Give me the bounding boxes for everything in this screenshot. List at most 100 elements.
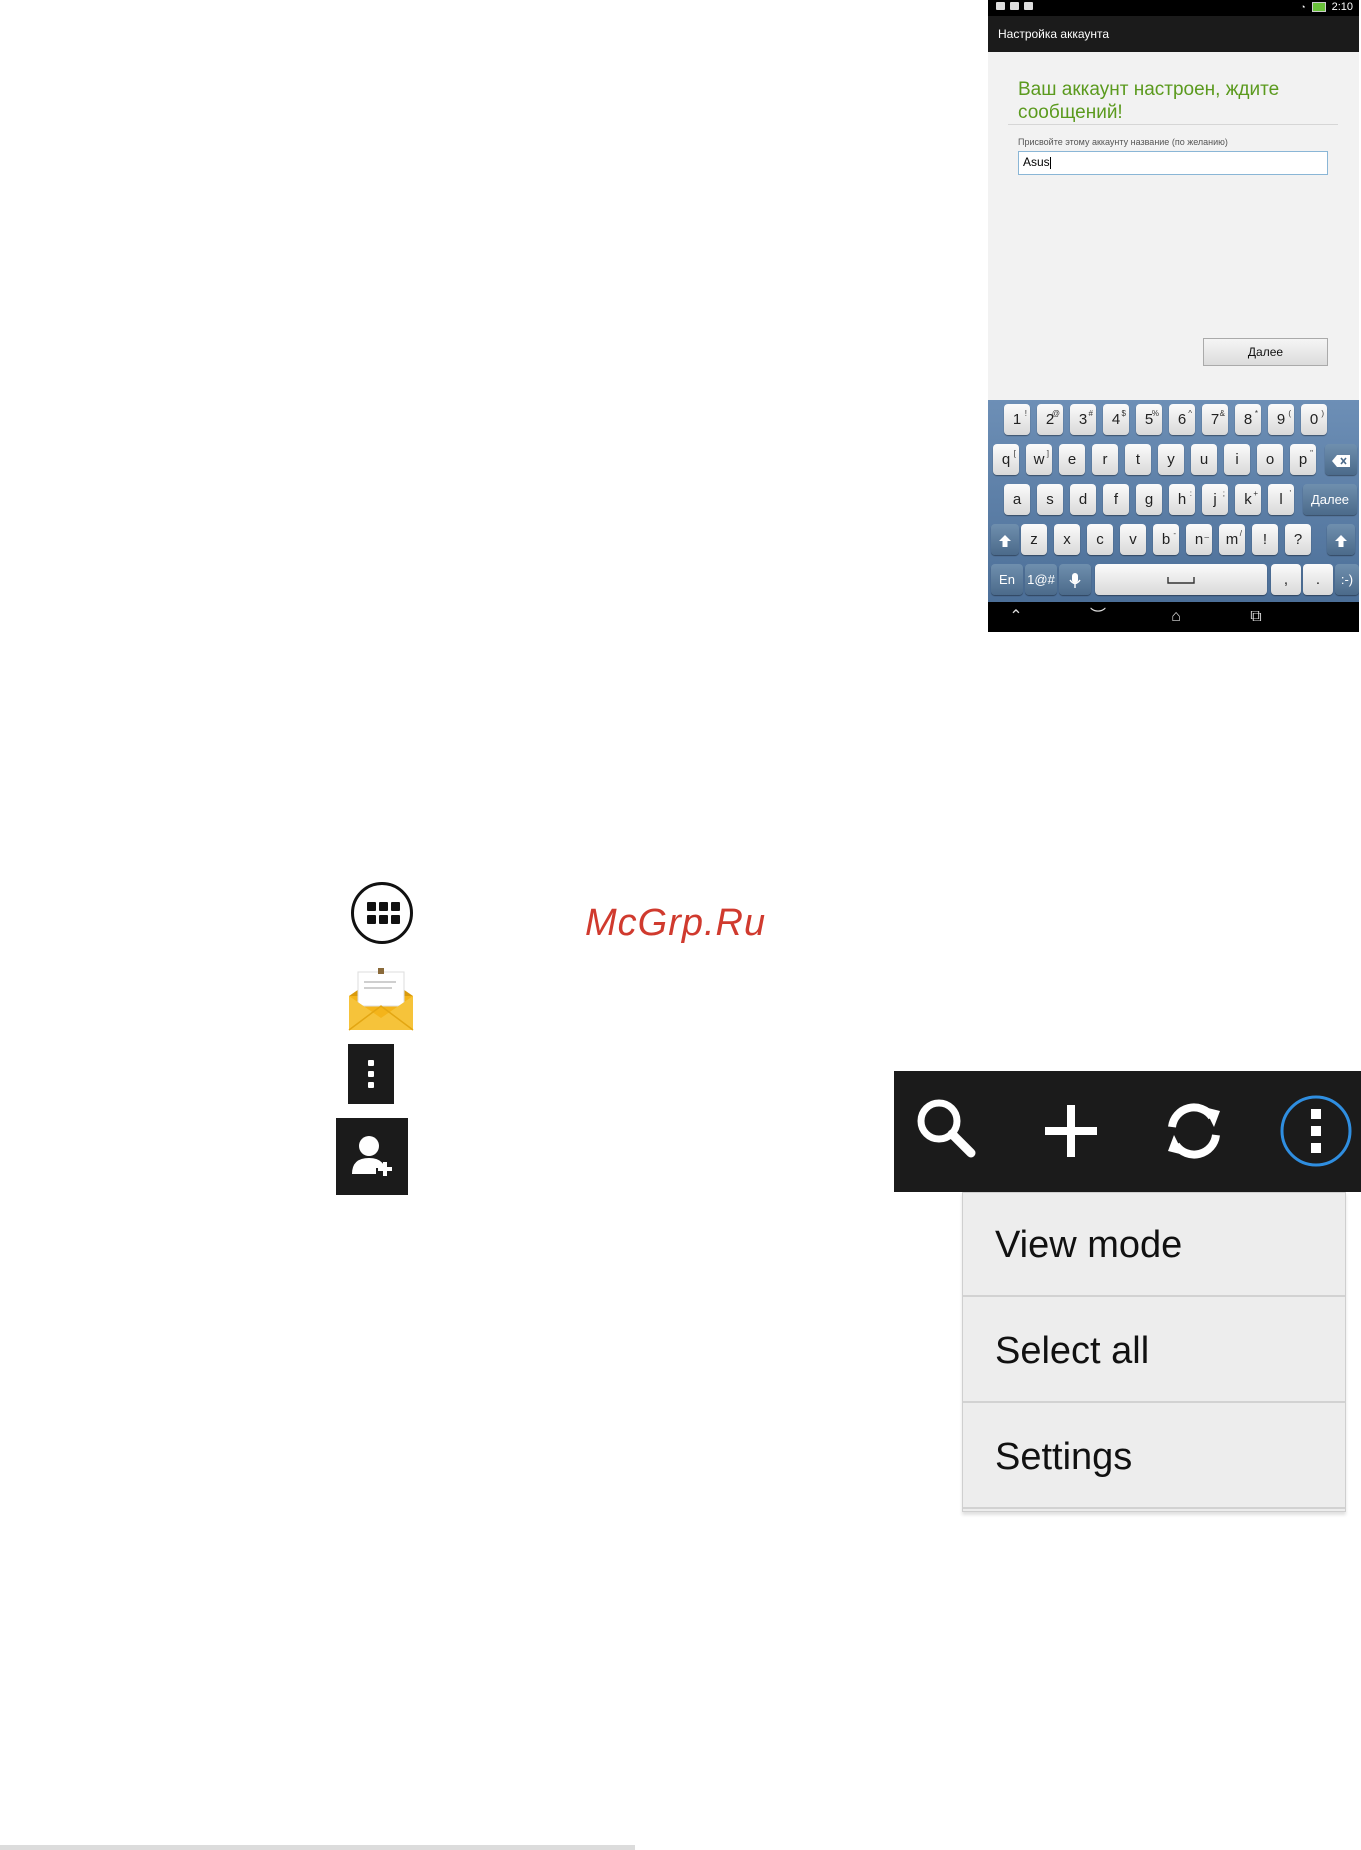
key-label: o [1265,451,1275,468]
wifi-icon: ◔ [1300,2,1306,12]
more-options-icon[interactable] [1266,1081,1361,1181]
back-icon[interactable]: ︶ [1089,608,1106,625]
home-icon[interactable]: ⌂ [1171,608,1181,625]
key-label: 0 [1309,411,1319,428]
divider [1008,124,1338,125]
key-label: u [1199,451,1209,468]
symbols-key[interactable]: 1@# [1025,564,1057,595]
key-num-1[interactable]: 2@ [1037,404,1063,435]
key-label: 6 [1177,411,1187,428]
key-alt-label: * [1254,409,1258,418]
collapse-icon[interactable]: ⌃ [1009,608,1023,625]
key-bottom-7[interactable]: ! [1252,524,1278,555]
key-bottom-2[interactable]: c [1087,524,1113,555]
key-num-7[interactable]: 8* [1235,404,1261,435]
notification-icons [996,2,1033,10]
key-num-4[interactable]: 5% [1136,404,1162,435]
menu-item-select-all[interactable]: Select all [963,1299,1345,1403]
key-home-0[interactable]: a [1004,484,1030,515]
key-num-2[interactable]: 3# [1070,404,1096,435]
key-home-8[interactable]: l' [1268,484,1294,515]
space-key[interactable] [1095,564,1267,595]
navigation-bar: ⌃ ︶ ⌂ ⧉ [988,602,1359,632]
key-top-5[interactable]: y [1158,444,1184,475]
key-num-9[interactable]: 0) [1301,404,1327,435]
key-num-0[interactable]: 1! [1004,404,1030,435]
shift-left-key[interactable] [991,524,1019,555]
key-alt-label: ! [1024,409,1027,418]
key-bottom-3[interactable]: v [1120,524,1146,555]
key-label: r [1102,451,1108,468]
microphone-key[interactable] [1059,564,1091,595]
key-label: t [1135,451,1141,468]
key-label: x [1063,531,1071,548]
key-label: d [1078,491,1088,508]
key-label: v [1129,531,1137,548]
key-label: i [1235,451,1239,468]
key-bottom-0[interactable]: z [1021,524,1047,555]
key-alt-label: ^ [1188,409,1192,418]
key-alt-label: + [1253,489,1258,498]
key-home-5[interactable]: h: [1169,484,1195,515]
search-icon[interactable] [899,1081,999,1181]
key-num-5[interactable]: 6^ [1169,404,1195,435]
key-top-8[interactable]: o [1257,444,1283,475]
key-top-7[interactable]: i [1224,444,1250,475]
key-alt-label: # [1088,409,1093,418]
key-alt-label: & [1219,409,1225,418]
key-bottom-6[interactable]: m/ [1219,524,1245,555]
key-label: 2 [1045,411,1055,428]
menu-item-view-mode[interactable]: View mode [963,1193,1345,1297]
key-label: h [1177,491,1187,508]
shift-icon [1335,534,1347,547]
key-label: q [1001,451,1011,468]
comma-key[interactable]: , [1271,564,1301,595]
add-icon[interactable] [1021,1081,1121,1181]
shift-right-key[interactable] [1327,524,1355,555]
key-bottom-1[interactable]: x [1054,524,1080,555]
app-toolbar [894,1071,1361,1192]
key-num-3[interactable]: 4$ [1103,404,1129,435]
key-alt-label: $ [1121,409,1126,418]
key-top-2[interactable]: e [1059,444,1085,475]
key-home-4[interactable]: g [1136,484,1162,515]
key-home-3[interactable]: f [1103,484,1129,515]
period-key[interactable]: . [1303,564,1333,595]
keyboard-row-bottom: En 1@# , . :-) [988,560,1359,600]
refresh-icon[interactable] [1144,1081,1244,1181]
account-name-label: Присвойте этому аккаунту название (по же… [1018,137,1228,147]
key-home-2[interactable]: d [1070,484,1096,515]
shift-icon [999,534,1011,547]
key-top-0[interactable]: q[ [993,444,1019,475]
key-top-3[interactable]: r [1092,444,1118,475]
account-name-input[interactable]: Asus [1018,151,1328,175]
key-bottom-5[interactable]: n_ [1186,524,1212,555]
next-button[interactable]: Далее [1203,338,1328,366]
key-top-6[interactable]: u [1191,444,1217,475]
overflow-dropdown-menu: View mode Select all Settings [962,1192,1346,1512]
enter-key[interactable]: Далее [1303,484,1357,515]
key-top-9[interactable]: p" [1290,444,1316,475]
key-alt-label: ] [1046,449,1049,458]
smiley-key[interactable]: :-) [1335,564,1359,595]
key-label: z [1030,531,1038,548]
key-label: 4 [1111,411,1121,428]
email-app-icon [348,968,414,1031]
language-key[interactable]: En [991,564,1023,595]
key-top-4[interactable]: t [1125,444,1151,475]
key-label: 1 [1012,411,1022,428]
key-alt-label: : [1189,489,1192,498]
recent-apps-icon[interactable]: ⧉ [1250,608,1262,625]
key-home-6[interactable]: j; [1202,484,1228,515]
key-bottom-8[interactable]: ? [1285,524,1311,555]
key-label: a [1012,491,1022,508]
key-top-1[interactable]: w] [1026,444,1052,475]
key-num-8[interactable]: 9( [1268,404,1294,435]
key-bottom-4[interactable]: b- [1153,524,1179,555]
menu-item-settings[interactable]: Settings [963,1405,1345,1509]
key-home-1[interactable]: s [1037,484,1063,515]
key-home-7[interactable]: k+ [1235,484,1261,515]
backspace-key[interactable] [1325,444,1357,475]
key-num-6[interactable]: 7& [1202,404,1228,435]
